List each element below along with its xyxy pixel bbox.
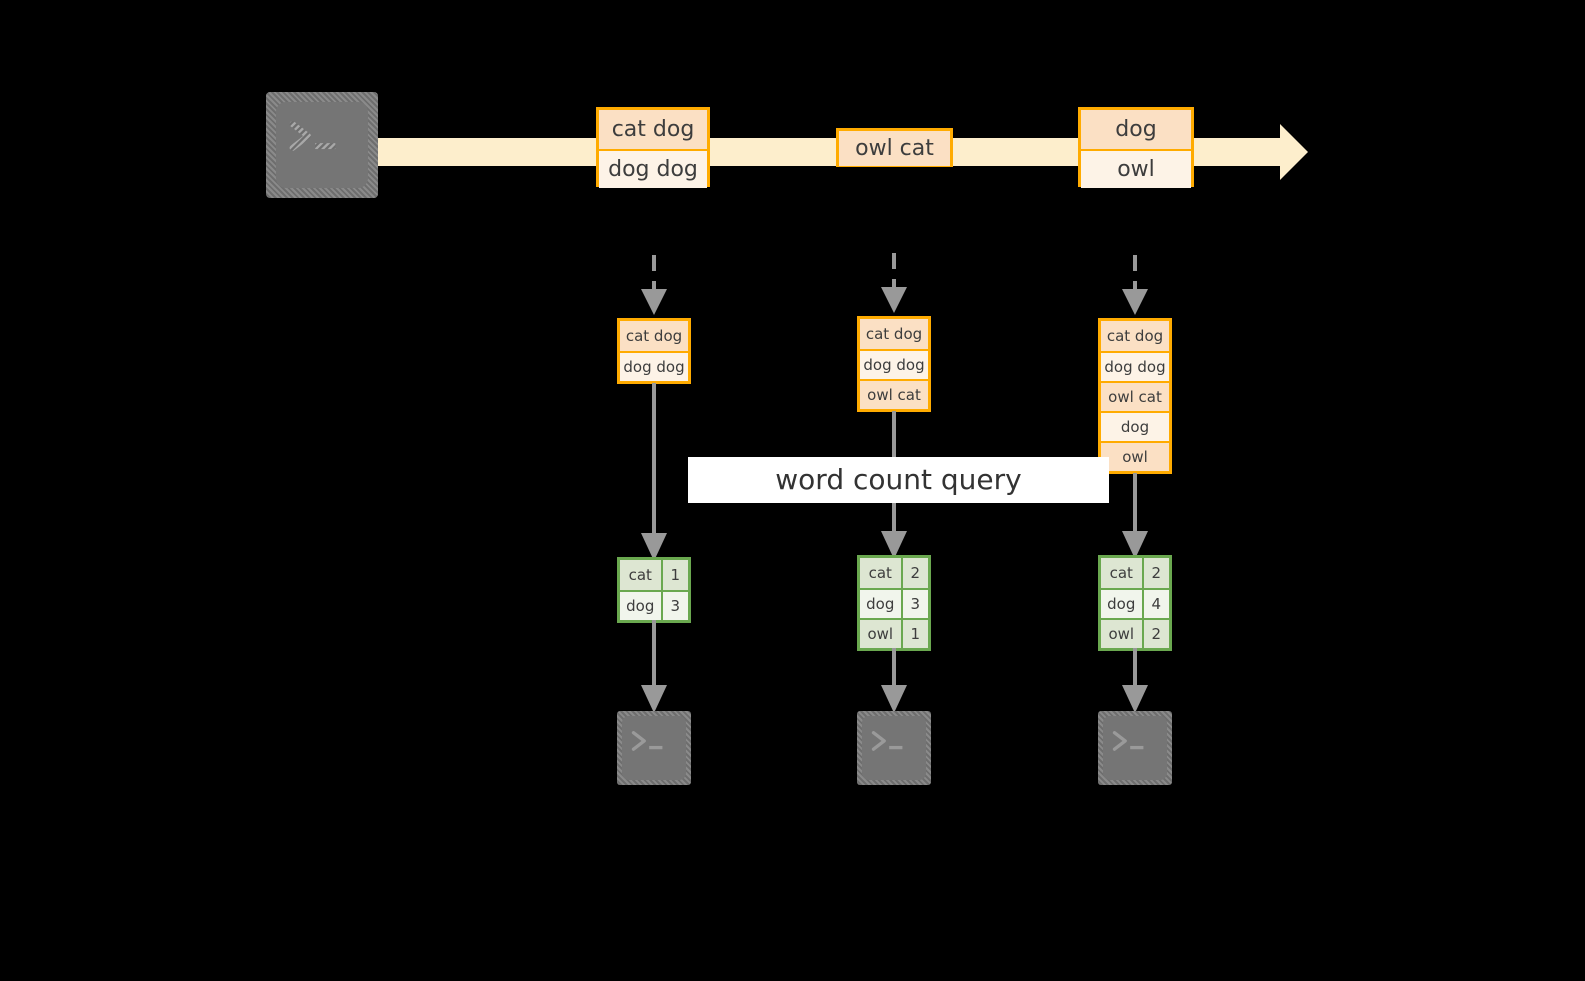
buffer-row: dog dog (1101, 351, 1169, 381)
query-label-band: word count query (688, 457, 1109, 503)
buffer-row: owl cat (860, 379, 928, 409)
result-table[interactable]: cat 1 dog 3 (617, 557, 691, 623)
table-row: cat 1 (620, 560, 688, 590)
output-arrow-icon (637, 620, 671, 715)
stream-message[interactable]: owl cat (836, 128, 953, 167)
terminal-screen (622, 716, 686, 780)
result-count: 1 (902, 620, 928, 648)
buffer-row: cat dog (860, 319, 928, 349)
terminal-screen (862, 716, 926, 780)
terminal-prompt-glyph (289, 116, 346, 161)
query-arrow-icon (1118, 473, 1152, 561)
result-count: 2 (1143, 620, 1169, 648)
buffer-row: dog dog (860, 349, 928, 379)
table-row: cat 2 (1101, 558, 1169, 588)
stream-message[interactable]: dog owl (1078, 107, 1194, 188)
message-line: owl (1081, 149, 1191, 188)
buffer-row: owl (1101, 441, 1169, 471)
result-count: 2 (902, 558, 928, 588)
result-table[interactable]: cat 2 dog 3 owl 1 (857, 555, 931, 651)
buffer-row: dog dog (620, 351, 688, 381)
table-row: dog 3 (860, 588, 928, 618)
buffer-stack[interactable]: cat dog dog dog owl cat dog owl (1098, 318, 1172, 474)
output-terminal-icon (1098, 711, 1172, 785)
stream-message[interactable]: cat dog dog dog (596, 107, 710, 188)
message-line: dog dog (599, 149, 707, 188)
table-row: owl 1 (860, 618, 928, 648)
buffer-stack[interactable]: cat dog dog dog (617, 318, 691, 384)
result-word: cat (860, 558, 903, 588)
result-count: 3 (902, 590, 928, 618)
result-count: 3 (662, 592, 688, 620)
result-word: cat (1101, 558, 1144, 588)
table-row: owl 2 (1101, 618, 1169, 648)
result-word: dog (620, 592, 663, 620)
output-terminal-icon (857, 711, 931, 785)
output-arrow-icon (1118, 648, 1152, 715)
table-row: dog 4 (1101, 588, 1169, 618)
terminal-prompt-glyph (1112, 726, 1152, 759)
result-word: dog (860, 590, 903, 618)
buffer-row: dog (1101, 411, 1169, 441)
result-count: 1 (662, 560, 688, 590)
result-table[interactable]: cat 2 dog 4 owl 2 (1098, 555, 1172, 651)
output-terminal-icon (617, 711, 691, 785)
result-word: dog (1101, 590, 1144, 618)
terminal-prompt-glyph (871, 726, 911, 759)
buffer-row: cat dog (620, 321, 688, 351)
message-line: owl cat (839, 131, 950, 166)
terminal-prompt-glyph (631, 726, 671, 759)
source-terminal-icon (266, 92, 378, 198)
buffer-row: cat dog (1101, 321, 1169, 351)
buffer-row: owl cat (1101, 381, 1169, 411)
dashed-arrow-down-icon (876, 253, 912, 315)
result-count: 4 (1143, 590, 1169, 618)
buffer-stack[interactable]: cat dog dog dog owl cat (857, 316, 931, 412)
dashed-arrow-down-icon (636, 255, 672, 317)
query-label-text: word count query (775, 463, 1022, 496)
terminal-screen (1103, 716, 1167, 780)
dashed-arrow-down-icon (1117, 255, 1153, 317)
result-word: owl (860, 620, 903, 648)
result-count: 2 (1143, 558, 1169, 588)
result-word: cat (620, 560, 663, 590)
terminal-screen (276, 102, 368, 188)
message-line: dog (1081, 110, 1191, 149)
stream-arrowhead (1258, 124, 1308, 180)
table-row: dog 3 (620, 590, 688, 620)
result-word: owl (1101, 620, 1144, 648)
message-line: cat dog (599, 110, 707, 149)
output-arrow-icon (877, 648, 911, 715)
table-row: cat 2 (860, 558, 928, 588)
query-arrow-icon (637, 383, 671, 563)
